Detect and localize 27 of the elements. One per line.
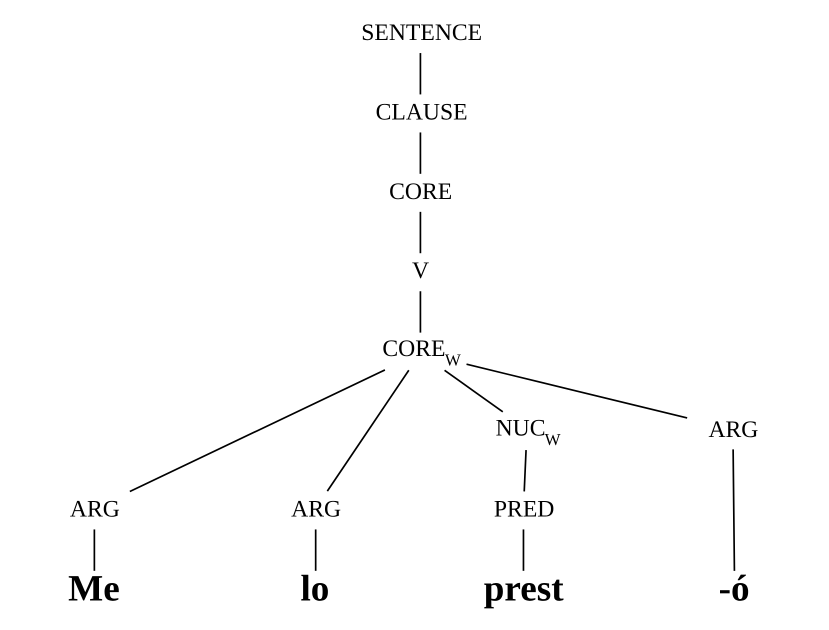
connector bbox=[444, 370, 504, 413]
connector bbox=[420, 212, 422, 254]
connector bbox=[466, 363, 688, 419]
connector bbox=[522, 529, 524, 571]
node-text: NUC$_{W}$ bbox=[496, 415, 561, 449]
connector bbox=[129, 369, 386, 492]
connector bbox=[420, 291, 422, 333]
node-text: CORE bbox=[389, 178, 452, 205]
connector bbox=[314, 529, 317, 571]
node-text: SENTENCE bbox=[361, 20, 482, 46]
node-text: lo bbox=[300, 568, 330, 610]
node-text: V bbox=[412, 258, 430, 284]
connector bbox=[420, 53, 422, 94]
node-text: PRED bbox=[494, 496, 554, 522]
node-text: Me bbox=[68, 568, 120, 610]
connector bbox=[94, 529, 96, 571]
node-text: CLAUSE bbox=[376, 99, 468, 126]
connector bbox=[420, 132, 422, 174]
node-text: ARG bbox=[708, 416, 758, 443]
node-text: -ó bbox=[718, 568, 750, 610]
connector bbox=[326, 370, 410, 492]
connector bbox=[732, 449, 736, 571]
node-text: CORE$_{W}$ bbox=[382, 336, 461, 370]
connector bbox=[523, 450, 527, 492]
node-text: prest bbox=[484, 568, 564, 610]
node-text: ARG bbox=[291, 496, 342, 522]
node-text: ARG bbox=[70, 496, 120, 522]
